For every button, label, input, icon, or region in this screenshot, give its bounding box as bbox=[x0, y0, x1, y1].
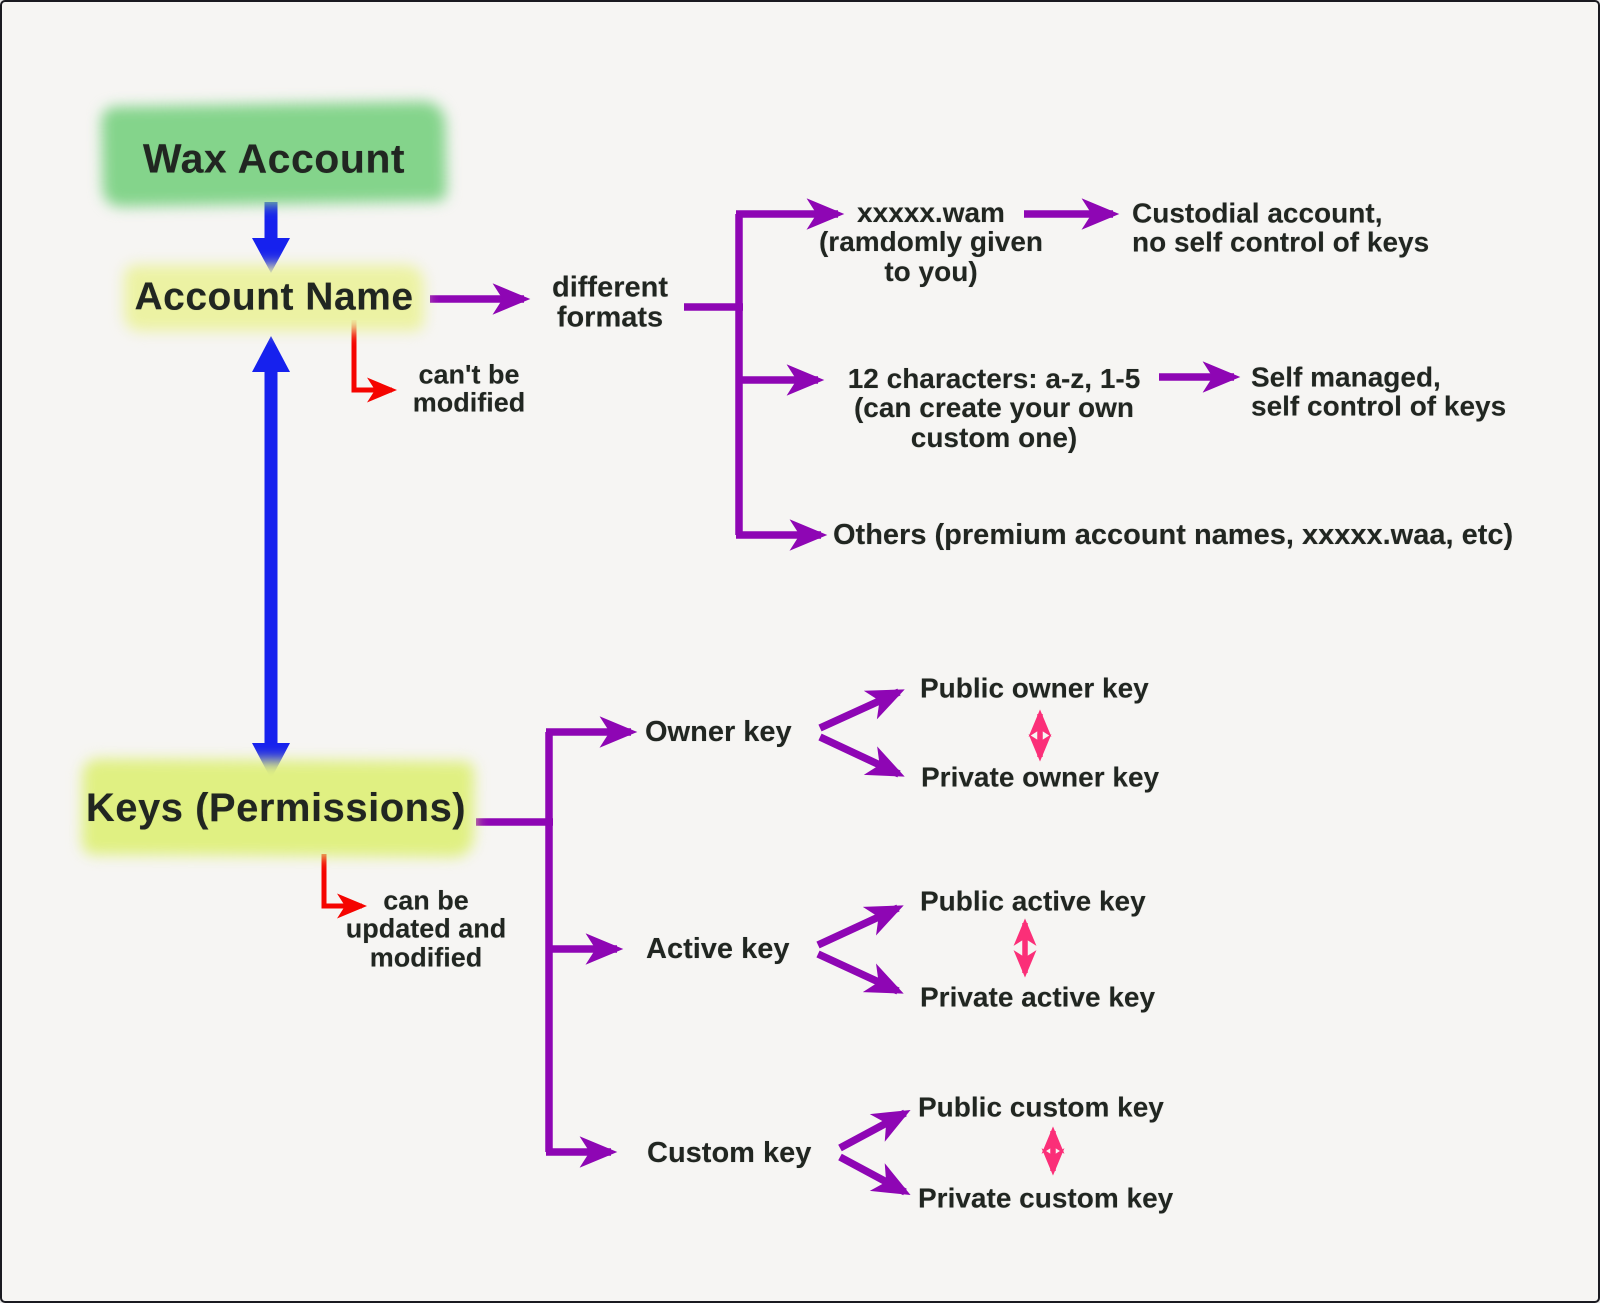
arrow-active-to-private bbox=[816, 950, 904, 995]
arrow-owner-to-public bbox=[818, 688, 905, 732]
arrowhead-accountname-up bbox=[252, 336, 290, 372]
node-custodial-account: Custodial account, no self control of ke… bbox=[1132, 197, 1430, 258]
arrowhead-wax-to-accountname bbox=[252, 238, 290, 273]
node-private-owner-key: Private owner key bbox=[921, 761, 1160, 793]
arrow-owner-to-private bbox=[818, 733, 905, 778]
node-different-formats: different formats bbox=[552, 271, 668, 334]
note-cant-be-modified: can't be modified bbox=[412, 359, 526, 418]
node-private-custom-key: Private custom key bbox=[918, 1182, 1174, 1214]
node-12-characters: 12 characters: a-z, 1-5 (can create your… bbox=[847, 362, 1141, 453]
node-public-active-key: Public active key bbox=[920, 885, 1146, 917]
arrow-custom-to-private bbox=[838, 1153, 911, 1196]
node-wam-format: xxxxx.wam (ramdomly given to you) bbox=[818, 196, 1044, 287]
node-account-name: Account Name bbox=[134, 275, 414, 319]
node-public-owner-key: Public owner key bbox=[920, 672, 1149, 704]
arrow-can-be-updated bbox=[321, 854, 367, 919]
node-others: Others (premium account names, xxxxx.waa… bbox=[833, 518, 1514, 551]
node-custom-key: Custom key bbox=[647, 1136, 812, 1169]
note-can-be-updated: can be updated and modified bbox=[345, 885, 507, 973]
node-self-managed: Self managed, self control of keys bbox=[1251, 361, 1507, 422]
node-owner-key: Owner key bbox=[645, 715, 792, 748]
arrow-active-to-public bbox=[816, 904, 904, 949]
node-wax-account: Wax Account bbox=[142, 135, 406, 182]
arrow-cant-be-modified bbox=[351, 320, 397, 403]
node-public-custom-key: Public custom key bbox=[918, 1091, 1164, 1123]
node-private-active-key: Private active key bbox=[920, 981, 1156, 1013]
node-keys-permissions: Keys (Permissions) bbox=[85, 786, 467, 830]
highlight-account-name bbox=[124, 265, 424, 331]
node-active-key: Active key bbox=[646, 932, 790, 965]
arrow-custom-to-public bbox=[838, 1109, 911, 1152]
